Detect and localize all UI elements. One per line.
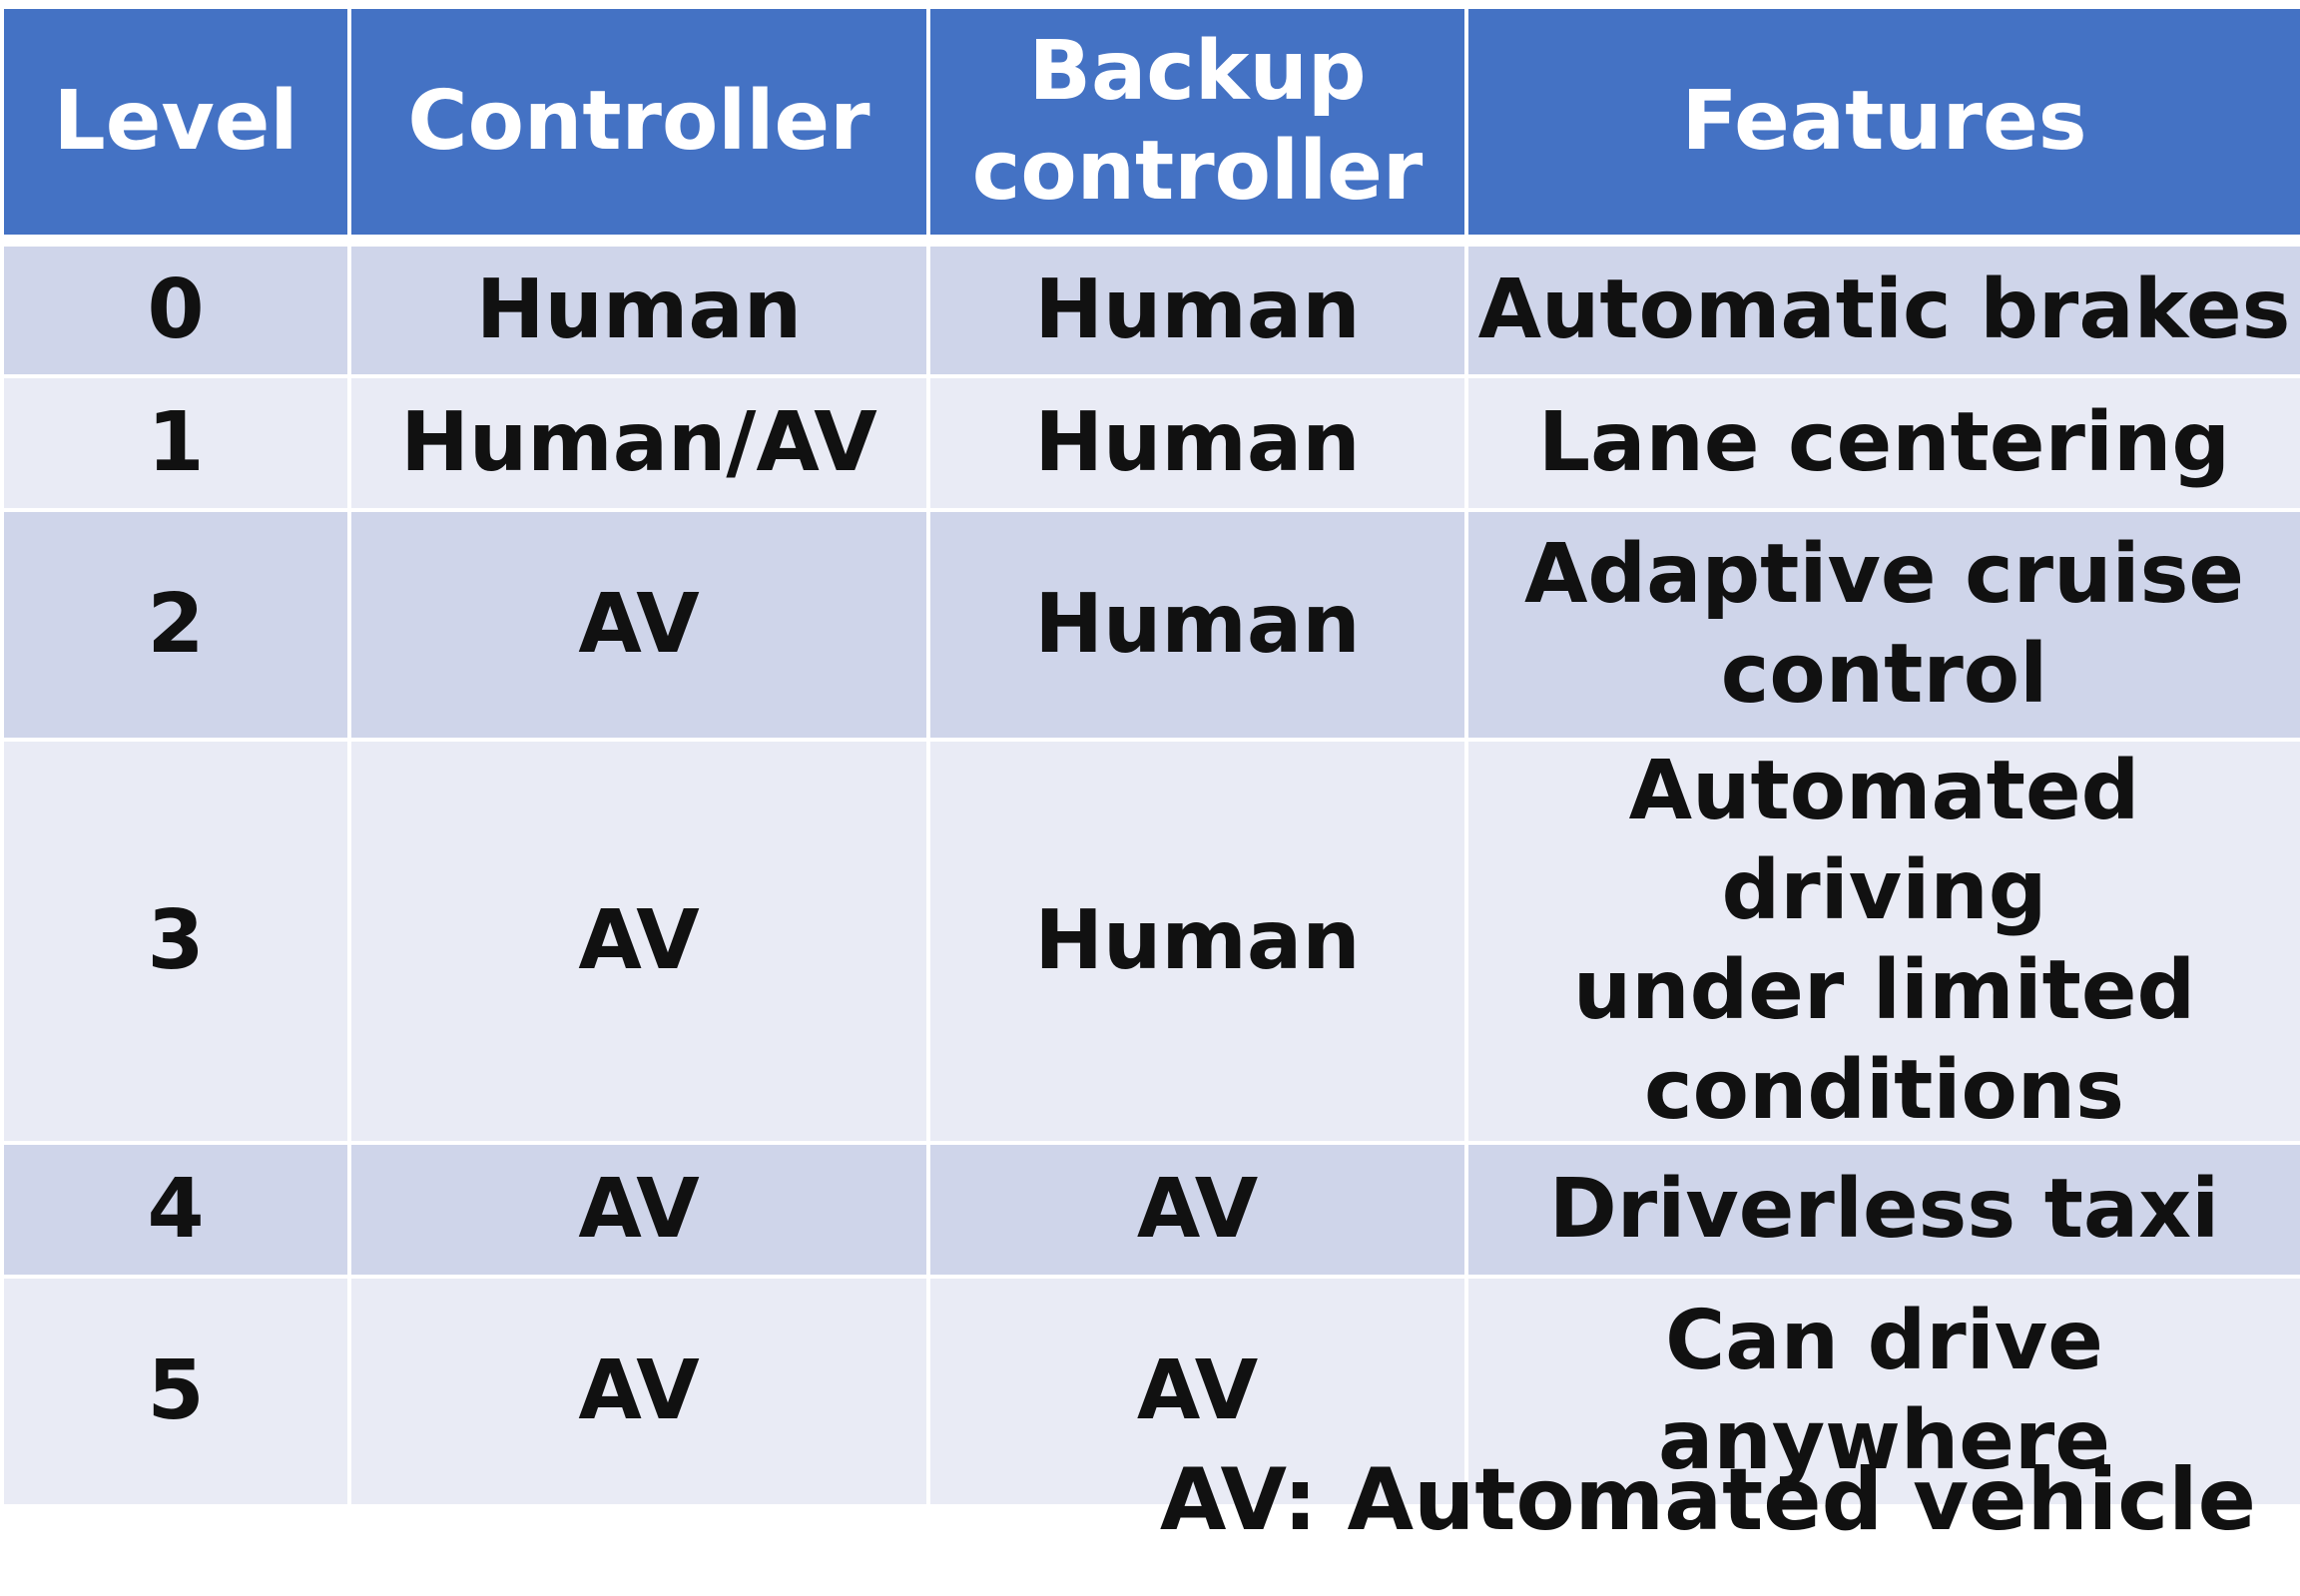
cell-controller: Human [347, 239, 930, 376]
cell-level: 3 [4, 738, 351, 1143]
cell-features: Automatic brakes [1464, 239, 2300, 376]
autonomy-levels-table: Level Controller Backup controller Featu… [4, 9, 2300, 1504]
cell-controller-text: Human [475, 263, 803, 357]
cell-backup-controller-text: Human [1034, 893, 1361, 988]
cell-controller-text: AV [578, 1162, 700, 1257]
cell-controller: Human/AV [347, 374, 930, 510]
cell-features-text: Automatic brakes [1477, 263, 2291, 357]
cell-controller-text: AV [578, 893, 700, 988]
cell-features-text: Can drive anywhere [1658, 1294, 2110, 1488]
cell-level: 1 [4, 374, 351, 510]
cell-level-text: 0 [147, 263, 205, 357]
footnote: AV: Automated vehicle [1159, 1450, 2256, 1550]
cell-controller: AV [347, 508, 930, 740]
header-features: Features [1464, 9, 2300, 247]
cell-controller-text: AV [578, 1343, 700, 1438]
cell-controller: AV [347, 1275, 930, 1504]
cell-level-text: 1 [147, 395, 205, 490]
cell-features: Automated driving under limited conditio… [1464, 738, 2300, 1143]
cell-level-text: 4 [147, 1162, 205, 1257]
table-body: 0 Human Human Automatic brakes 1 Human/A… [4, 239, 2300, 1504]
cell-features-text: Driverless taxi [1548, 1162, 2220, 1257]
cell-backup-controller: Human [926, 738, 1468, 1143]
cell-controller-text: Human/AV [400, 395, 877, 490]
header-level-label: Level [53, 74, 298, 169]
header-backup-controller-label: Backup controller [971, 24, 1424, 219]
cell-backup-controller: Human [926, 239, 1468, 376]
cell-backup-controller-text: Human [1034, 395, 1361, 490]
cell-backup-controller-text: Human [1034, 263, 1361, 357]
cell-level-text: 2 [147, 577, 205, 672]
cell-backup-controller: Human [926, 374, 1468, 510]
cell-features-text: Lane centering [1537, 395, 2231, 490]
cell-features-text: Adaptive cruise control [1523, 527, 2245, 722]
header-row: Level Controller Backup controller Featu… [4, 9, 2300, 247]
cell-backup-controller: Human [926, 508, 1468, 740]
table-row: 4 AV AV Driverless taxi [4, 1141, 2300, 1277]
cell-features: Driverless taxi [1464, 1141, 2300, 1277]
cell-backup-controller-text: AV [1136, 1162, 1259, 1257]
header-controller: Controller [347, 9, 930, 247]
table-row: 2 AV Human Adaptive cruise control [4, 508, 2300, 740]
cell-level: 5 [4, 1275, 351, 1504]
cell-backup-controller: AV [926, 1141, 1468, 1277]
table-row: 5 AV AV Can drive anywhere [4, 1275, 2300, 1504]
cell-features: Adaptive cruise control [1464, 508, 2300, 740]
cell-controller: AV [347, 1141, 930, 1277]
cell-features: Lane centering [1464, 374, 2300, 510]
cell-level: 4 [4, 1141, 351, 1277]
cell-backup-controller-text: AV [1136, 1343, 1259, 1438]
table-row: 3 AV Human Automated driving under limit… [4, 738, 2300, 1143]
cell-controller: AV [347, 738, 930, 1143]
table-row: 1 Human/AV Human Lane centering [4, 374, 2300, 510]
cell-features: Can drive anywhere [1464, 1275, 2300, 1504]
header-level: Level [4, 9, 351, 247]
header-features-label: Features [1681, 74, 2087, 169]
cell-level: 2 [4, 508, 351, 740]
table-header: Level Controller Backup controller Featu… [4, 9, 2300, 247]
table-row: 0 Human Human Automatic brakes [4, 239, 2300, 376]
cell-controller-text: AV [578, 577, 700, 672]
cell-level-text: 3 [147, 893, 205, 988]
cell-features-text: Automated driving under limited conditio… [1572, 744, 2196, 1138]
header-backup-controller: Backup controller [926, 9, 1468, 247]
autonomy-levels-table-wrap: Level Controller Backup controller Featu… [4, 9, 2300, 1504]
header-controller-label: Controller [407, 74, 870, 169]
cell-backup-controller: AV [926, 1275, 1468, 1504]
cell-backup-controller-text: Human [1034, 577, 1361, 672]
cell-level-text: 5 [147, 1343, 205, 1438]
cell-level: 0 [4, 239, 351, 376]
